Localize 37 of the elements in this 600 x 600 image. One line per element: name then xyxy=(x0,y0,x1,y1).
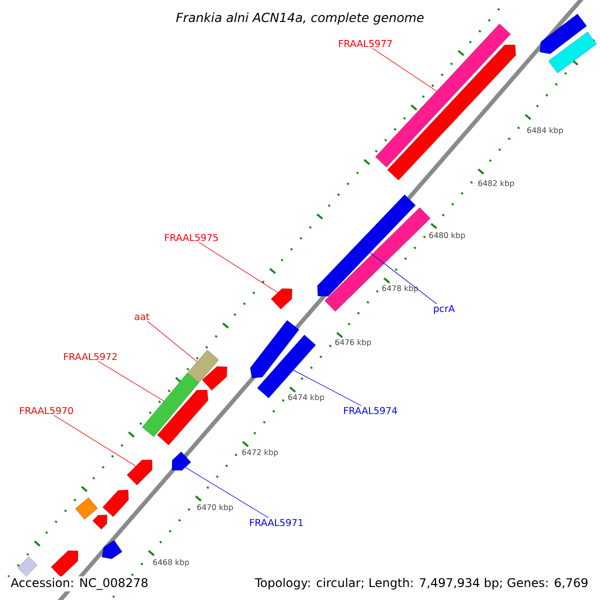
gene-bar xyxy=(250,320,300,378)
gene-bar xyxy=(126,460,152,486)
leader-line xyxy=(372,48,437,92)
gene-label: FRAAL5974 xyxy=(344,406,398,414)
gene-label: aat xyxy=(134,313,150,320)
genome-summary-text: Topology: circular; Length: 7,497,934 bp; Genes: 6,769 xyxy=(253,576,590,591)
gene-bar xyxy=(50,550,78,578)
leader-line xyxy=(185,467,269,518)
gene-bar xyxy=(157,390,208,446)
gene-bar xyxy=(202,366,228,390)
leader-line xyxy=(370,252,437,304)
gene-label: FRAAL5971 xyxy=(250,518,303,526)
gene-bar xyxy=(187,350,219,384)
gene-label: FRAAL5970 xyxy=(20,406,73,414)
gene-label: FRAAL5977 xyxy=(339,40,392,48)
gene-bar xyxy=(102,490,129,517)
gene-bar xyxy=(75,497,98,520)
accession-text: Accession: NC_008278 xyxy=(9,576,150,592)
gene-bar xyxy=(548,32,597,74)
gene-bar xyxy=(142,373,199,437)
leader-line xyxy=(293,370,362,406)
leader-line xyxy=(198,242,278,293)
leader-line xyxy=(54,415,136,466)
leader-line xyxy=(98,361,164,402)
gene-label: FRAAL5972 xyxy=(64,352,117,360)
gene-bar xyxy=(18,556,38,576)
leader-line xyxy=(147,321,198,362)
gene-bar xyxy=(102,540,122,559)
gene-bar xyxy=(92,514,108,530)
title: Frankia alni ACN14a, complete genome xyxy=(176,12,424,25)
gene-bar xyxy=(317,194,416,296)
gene-label: pcrA xyxy=(434,305,455,314)
gene-bar xyxy=(324,207,430,312)
gene-label: FRAAL5975 xyxy=(165,234,218,242)
gene-bar xyxy=(172,452,191,471)
gene-bar xyxy=(271,288,292,310)
gene-bar xyxy=(540,14,587,54)
